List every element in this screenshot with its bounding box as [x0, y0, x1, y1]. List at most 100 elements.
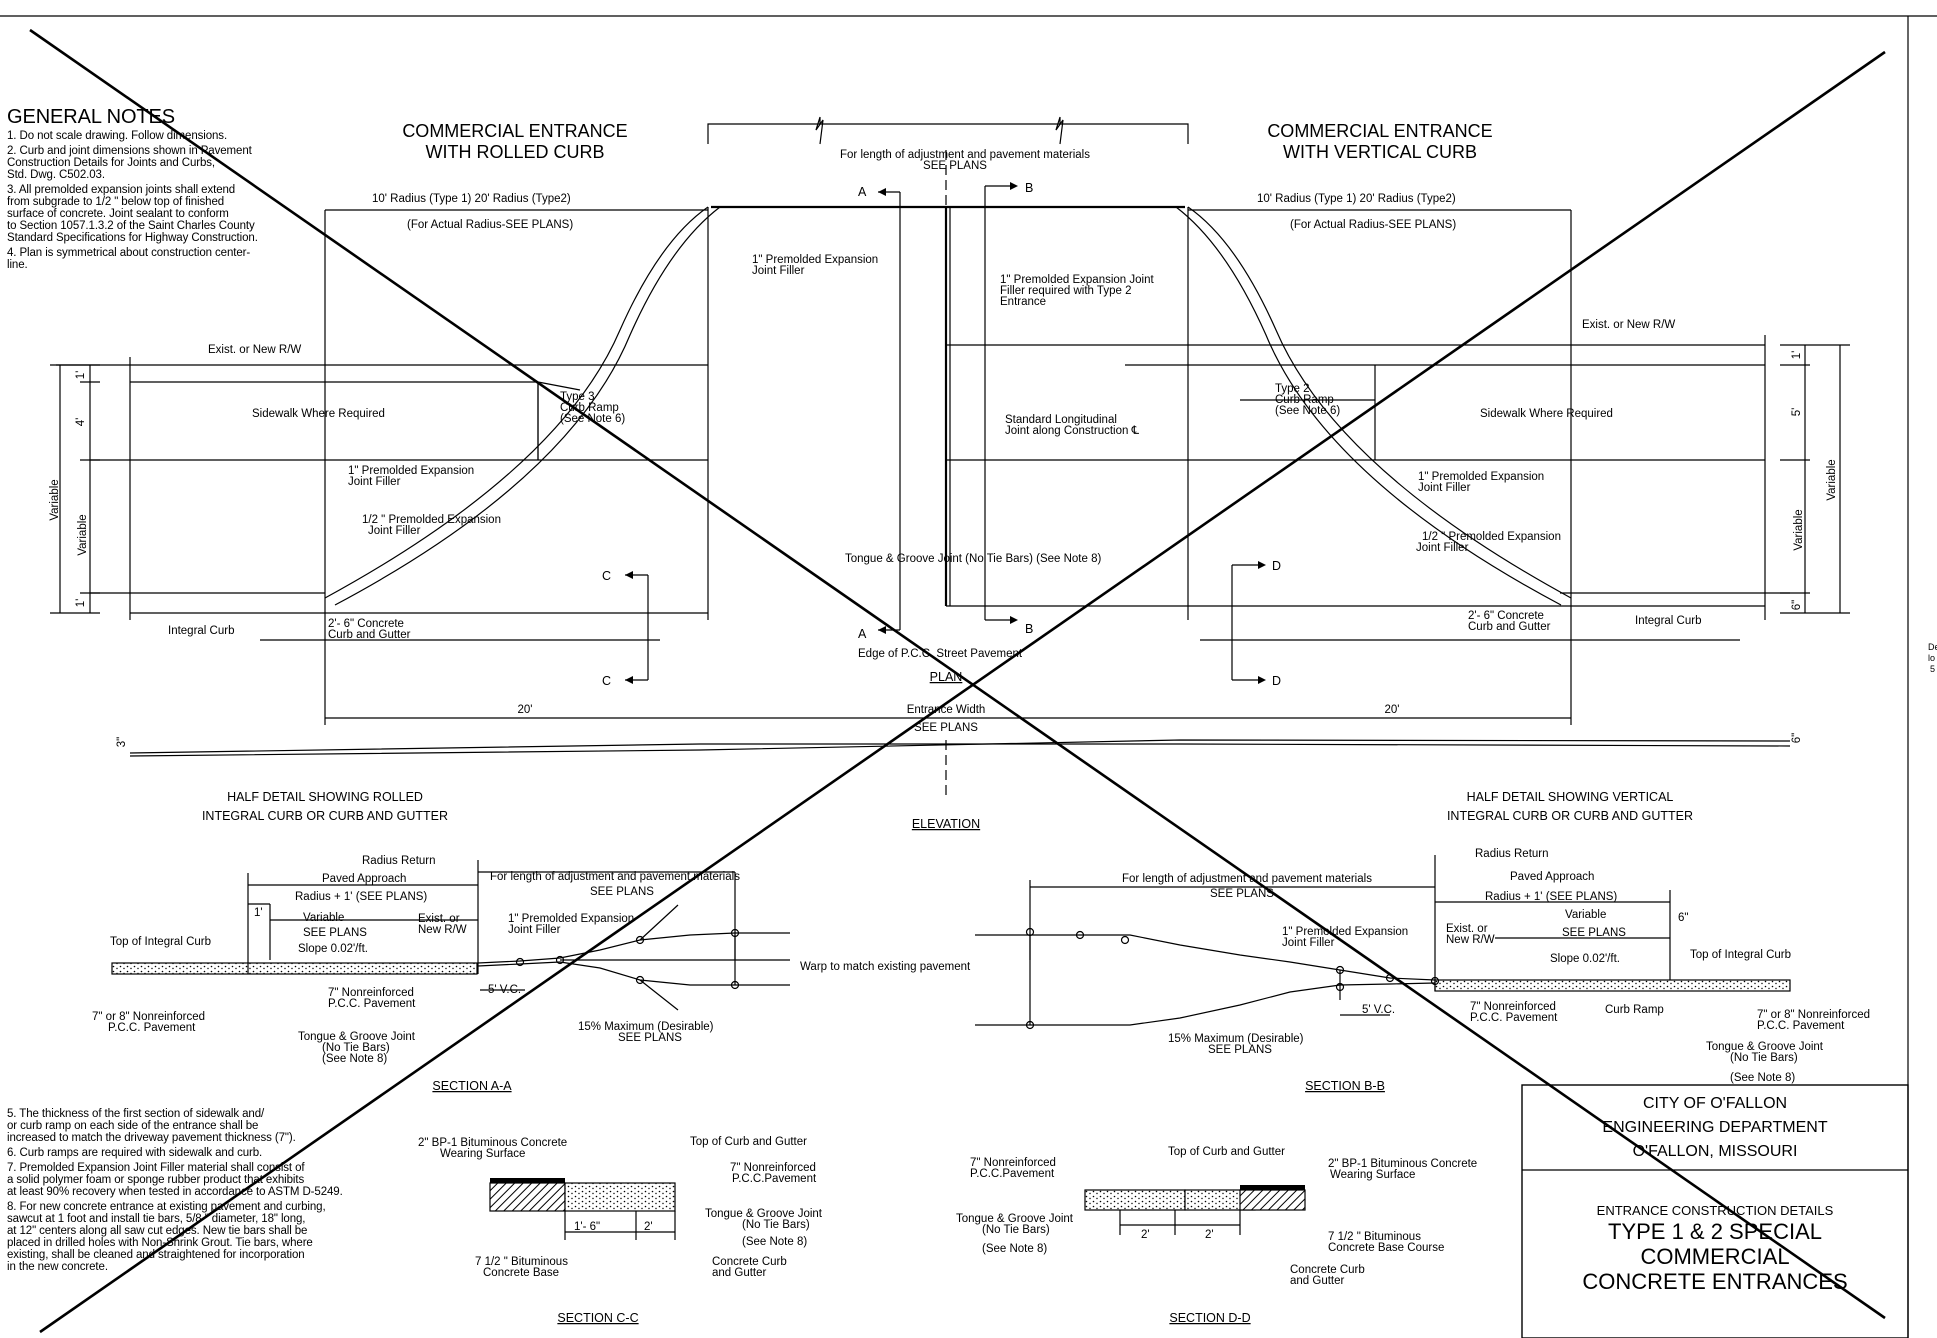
bb-7in-2: P.C.C. Pavement	[1470, 1012, 1558, 1024]
bb-length-see-plans: SEE PLANS	[1210, 888, 1274, 900]
bb-radius-return: Radius Return	[1475, 848, 1549, 860]
aa-7in-2: P.C.C. Pavement	[328, 998, 416, 1010]
dd-bitbase-1: 7 1/2 " Bituminous	[1328, 1231, 1421, 1243]
bb-premolded-2: Joint Filler	[1282, 937, 1335, 949]
dim-5-right: 5'	[1791, 408, 1803, 417]
note-7: 7. Premolded Expansion Joint Filler mate…	[7, 1162, 343, 1198]
aa-78in-2: P.C.C. Pavement	[108, 1022, 196, 1034]
sections-ab-geometry	[111, 855, 1791, 1030]
dd-dim-2a: 2'	[1141, 1229, 1150, 1241]
sections-cd-geometry	[489, 1178, 1306, 1240]
tongue-groove-plan: Tongue & Groove Joint (No Tie Bars) (See…	[845, 553, 1101, 565]
bb-15max-2: SEE PLANS	[1208, 1044, 1272, 1056]
section-c-bottom-label: C	[602, 674, 611, 688]
right-half-1: HALF DETAIL SHOWING VERTICAL	[1467, 790, 1674, 804]
bb-slope: Slope 0.02'/ft.	[1550, 953, 1620, 965]
premolded-half-right-2: Joint Filler	[1416, 542, 1469, 554]
aa-dim-1: 1'	[254, 907, 263, 919]
right-title-line2: WITH VERTICAL CURB	[1283, 142, 1477, 162]
bb-exist-rw-2: New R/W	[1446, 934, 1495, 946]
left-half-2: INTEGRAL CURB OR CURB AND GUTTER	[202, 809, 448, 823]
margin-fragment: De lo 5	[1928, 642, 1937, 674]
elevation-text: ELEVATION HALF DETAIL SHOWING ROLLED INT…	[92, 790, 1870, 1093]
aa-78in-1: 7" or 8" Nonreinforced	[92, 1011, 205, 1023]
svg-text:De: De	[1928, 642, 1937, 652]
bb-7in-1: 7" Nonreinforced	[1470, 1001, 1556, 1013]
note-3: 3. All premolded expansion joints shall …	[7, 184, 258, 244]
cc-7in-1: 7" Nonreinforced	[730, 1162, 816, 1174]
aa-15max-1: 15% Maximum (Desirable)	[578, 1021, 714, 1033]
dd-7in-1: 7" Nonreinforced	[970, 1157, 1056, 1169]
bb-78in-2: P.C.C. Pavement	[1757, 1020, 1845, 1032]
section-aa-label: SECTION A-A	[432, 1079, 512, 1093]
aa-variable: Variable	[303, 912, 344, 924]
right-sidewalk: Sidewalk Where Required	[1480, 408, 1613, 420]
dim-variable-right-inner: Variable	[1793, 509, 1805, 550]
entrance-width: Entrance Width	[907, 704, 986, 716]
agency-dept: ENGINEERING DEPARTMENT	[1602, 1119, 1828, 1136]
right-title-line1: COMMERCIAL ENTRANCE	[1267, 121, 1492, 141]
dim-6-right: 6"	[1791, 600, 1803, 610]
section-cc-label: SECTION C-C	[557, 1311, 638, 1325]
dim-6-elev: 6"	[1791, 733, 1803, 743]
aa-top-integral: Top of Integral Curb	[110, 936, 211, 948]
left-title-line1: COMMERCIAL ENTRANCE	[402, 121, 627, 141]
general-notes-top: GENERAL NOTES 1. Do not scale drawing. F…	[7, 106, 307, 271]
note-2: 2. Curb and joint dimensions shown in Pa…	[7, 145, 252, 181]
bb-top-integral: Top of Integral Curb	[1690, 949, 1791, 961]
dd-dim-2b: 2'	[1205, 1229, 1214, 1241]
aa-vc: 5' V.C.	[488, 984, 521, 996]
left-curb-gutter-1: 2'- 6" Concrete	[328, 618, 404, 630]
premolded-left-1: 1" Premolded Expansion	[348, 465, 474, 477]
length-note-see-plans: SEE PLANS	[923, 160, 987, 172]
sections-cd-text: 2" BP-1 Bituminous Concrete Wearing Surf…	[418, 1136, 1477, 1325]
premolded-type2-2: Filler required with Type 2	[1000, 285, 1131, 297]
bb-vc: 5' V.C.	[1362, 1004, 1395, 1016]
bb-paved-approach: Paved Approach	[1510, 871, 1594, 883]
plan-text: COMMERCIAL ENTRANCE WITH ROLLED CURB COM…	[49, 121, 1838, 747]
edge-pcc: Edge of P.C.C. Street Pavement	[858, 648, 1023, 660]
dd-tg-2: (No Tie Bars)	[982, 1224, 1050, 1236]
left-half-1: HALF DETAIL SHOWING ROLLED	[227, 790, 423, 804]
drawing-title-2: COMMERCIAL	[1640, 1244, 1790, 1269]
section-d-top-label: D	[1272, 559, 1281, 573]
agency-location: O'FALLON, MISSOURI	[1632, 1143, 1798, 1160]
cc-curb-1: Concrete Curb	[712, 1256, 787, 1268]
aa-premolded-2: Joint Filler	[508, 924, 561, 936]
aa-length-see-plans: SEE PLANS	[590, 886, 654, 898]
bb-dim-6: 6"	[1678, 912, 1688, 924]
drawing-title-1: TYPE 1 & 2 SPECIAL	[1608, 1219, 1822, 1244]
right-curb-gutter-2: Curb and Gutter	[1468, 621, 1551, 633]
section-bb-label: SECTION B-B	[1305, 1079, 1385, 1093]
drawing-subtitle: ENTRANCE CONSTRUCTION DETAILS	[1596, 1203, 1834, 1218]
section-b-bottom-label: B	[1025, 622, 1033, 636]
type2-ramp-1: Type 2	[1275, 383, 1310, 395]
dim-20-left: 20'	[518, 704, 533, 716]
bb-tg-2: (No Tie Bars)	[1730, 1052, 1798, 1064]
premolded-right-2: Joint Filler	[1418, 482, 1471, 494]
left-exist-rw: Exist. or New R/W	[208, 344, 301, 356]
aa-premolded-1: 1" Premolded Expansion	[508, 913, 634, 925]
aa-tg-1: Tongue & Groove Joint	[298, 1031, 416, 1043]
dd-7in-2: P.C.C.Pavement	[970, 1168, 1055, 1180]
cc-bitbase-2: Concrete Base	[483, 1267, 559, 1279]
section-d-bottom-label: D	[1272, 674, 1281, 688]
premolded-type2-1: 1" Premolded Expansion Joint	[1000, 274, 1154, 286]
bb-see-plans: SEE PLANS	[1562, 927, 1626, 939]
length-note: For length of adjustment and pavement ma…	[840, 149, 1090, 161]
note-5: 5. The thickness of the first section of…	[7, 1108, 296, 1144]
cc-dim-2: 2'	[644, 1221, 653, 1233]
dim-4-left: 4'	[75, 418, 87, 427]
note-1: 1. Do not scale drawing. Follow dimensio…	[7, 130, 228, 142]
bb-radius-plus: Radius + 1' (SEE PLANS)	[1485, 891, 1617, 903]
bb-78in-1: 7" or 8" Nonreinforced	[1757, 1009, 1870, 1021]
aa-tg-2: (No Tie Bars)	[322, 1042, 390, 1054]
aa-tg-3: (See Note 8)	[322, 1053, 387, 1065]
entrance-see-plans: SEE PLANS	[914, 722, 978, 734]
note-4: 4. Plan is symmetrical about constructio…	[7, 247, 251, 271]
type2-ramp-2: Curb Ramp	[1275, 394, 1334, 406]
premolded-half-left-1: 1/2 " Premolded Expansion	[362, 514, 501, 526]
dim-20-right: 20'	[1385, 704, 1400, 716]
cc-7in-2: P.C.C.Pavement	[732, 1173, 817, 1185]
